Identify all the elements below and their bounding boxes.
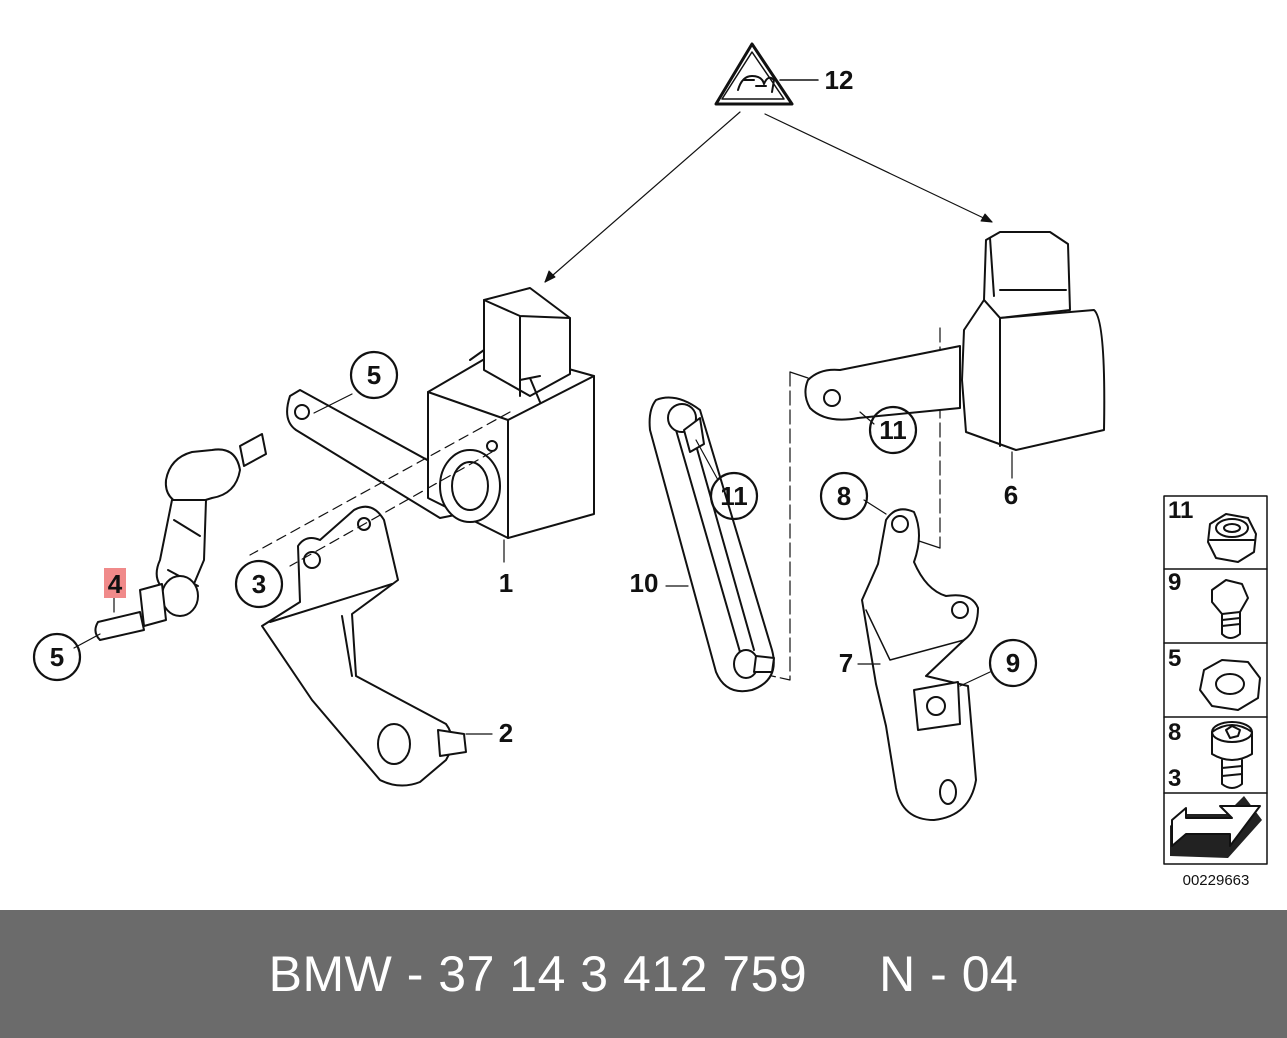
callout-12: 12: [825, 65, 854, 95]
callout-9: 9: [1006, 648, 1020, 678]
self-locking-nut-icon: [1207, 513, 1257, 563]
callout-7: 7: [839, 648, 853, 678]
callout-circle: [709, 471, 759, 521]
part-number-banner: BMW - 37 14 3 412 759 N - 04: [0, 910, 1287, 1038]
callout-4: 4: [108, 569, 123, 599]
legend-label-3: 3: [1168, 765, 1181, 792]
callout-5-top: 5: [367, 360, 381, 390]
legend-label-5: 5: [1168, 645, 1181, 672]
callout-circle: [32, 632, 82, 682]
callout-circle: [819, 471, 869, 521]
callout-6: 6: [1004, 480, 1018, 510]
legend-label-9: 9: [1168, 569, 1181, 596]
callout-circle: [234, 559, 284, 609]
callout-circle: [349, 350, 399, 400]
callout-circle: [988, 638, 1038, 688]
direction-arrow-icon: [1170, 796, 1262, 858]
callout-5-bottom: 5: [50, 642, 64, 672]
hex-nut-icon: [1199, 659, 1261, 711]
document-number: 00229663: [1183, 872, 1250, 889]
callout-8: 8: [837, 481, 851, 511]
hardware-legend: [1163, 495, 1268, 865]
legend-label-8: 8: [1168, 719, 1181, 746]
connecting-rod: [94, 433, 267, 641]
callout-11-sensor: 11: [879, 415, 907, 445]
callout-1: 1: [499, 568, 513, 598]
callout-10: 10: [630, 568, 659, 598]
legend-label-11: 11: [1168, 497, 1193, 524]
callout-11-rod: 11: [720, 481, 748, 511]
hex-bolt-icon: [1211, 579, 1249, 639]
parts-diagram: 5 3 5 4 1 2 10 11 11 8 9 6 7 12 11 9 5 8…: [32, 42, 1268, 889]
callout-circle: [868, 405, 918, 455]
link-rod: [648, 396, 775, 693]
warning-triangle-icon: [714, 42, 794, 106]
bracket-rear: [857, 499, 991, 821]
socket-head-bolt-icon: [1211, 721, 1253, 789]
highlight-marker: [104, 568, 126, 598]
level-sensor-front: [286, 287, 595, 563]
callout-2: 2: [499, 718, 513, 748]
part-number-text: BMW - 37 14 3 412 759 N - 04: [268, 946, 1019, 1002]
level-sensor-rear: [804, 231, 1106, 479]
bracket-front: [261, 505, 493, 787]
callout-3: 3: [252, 569, 266, 599]
